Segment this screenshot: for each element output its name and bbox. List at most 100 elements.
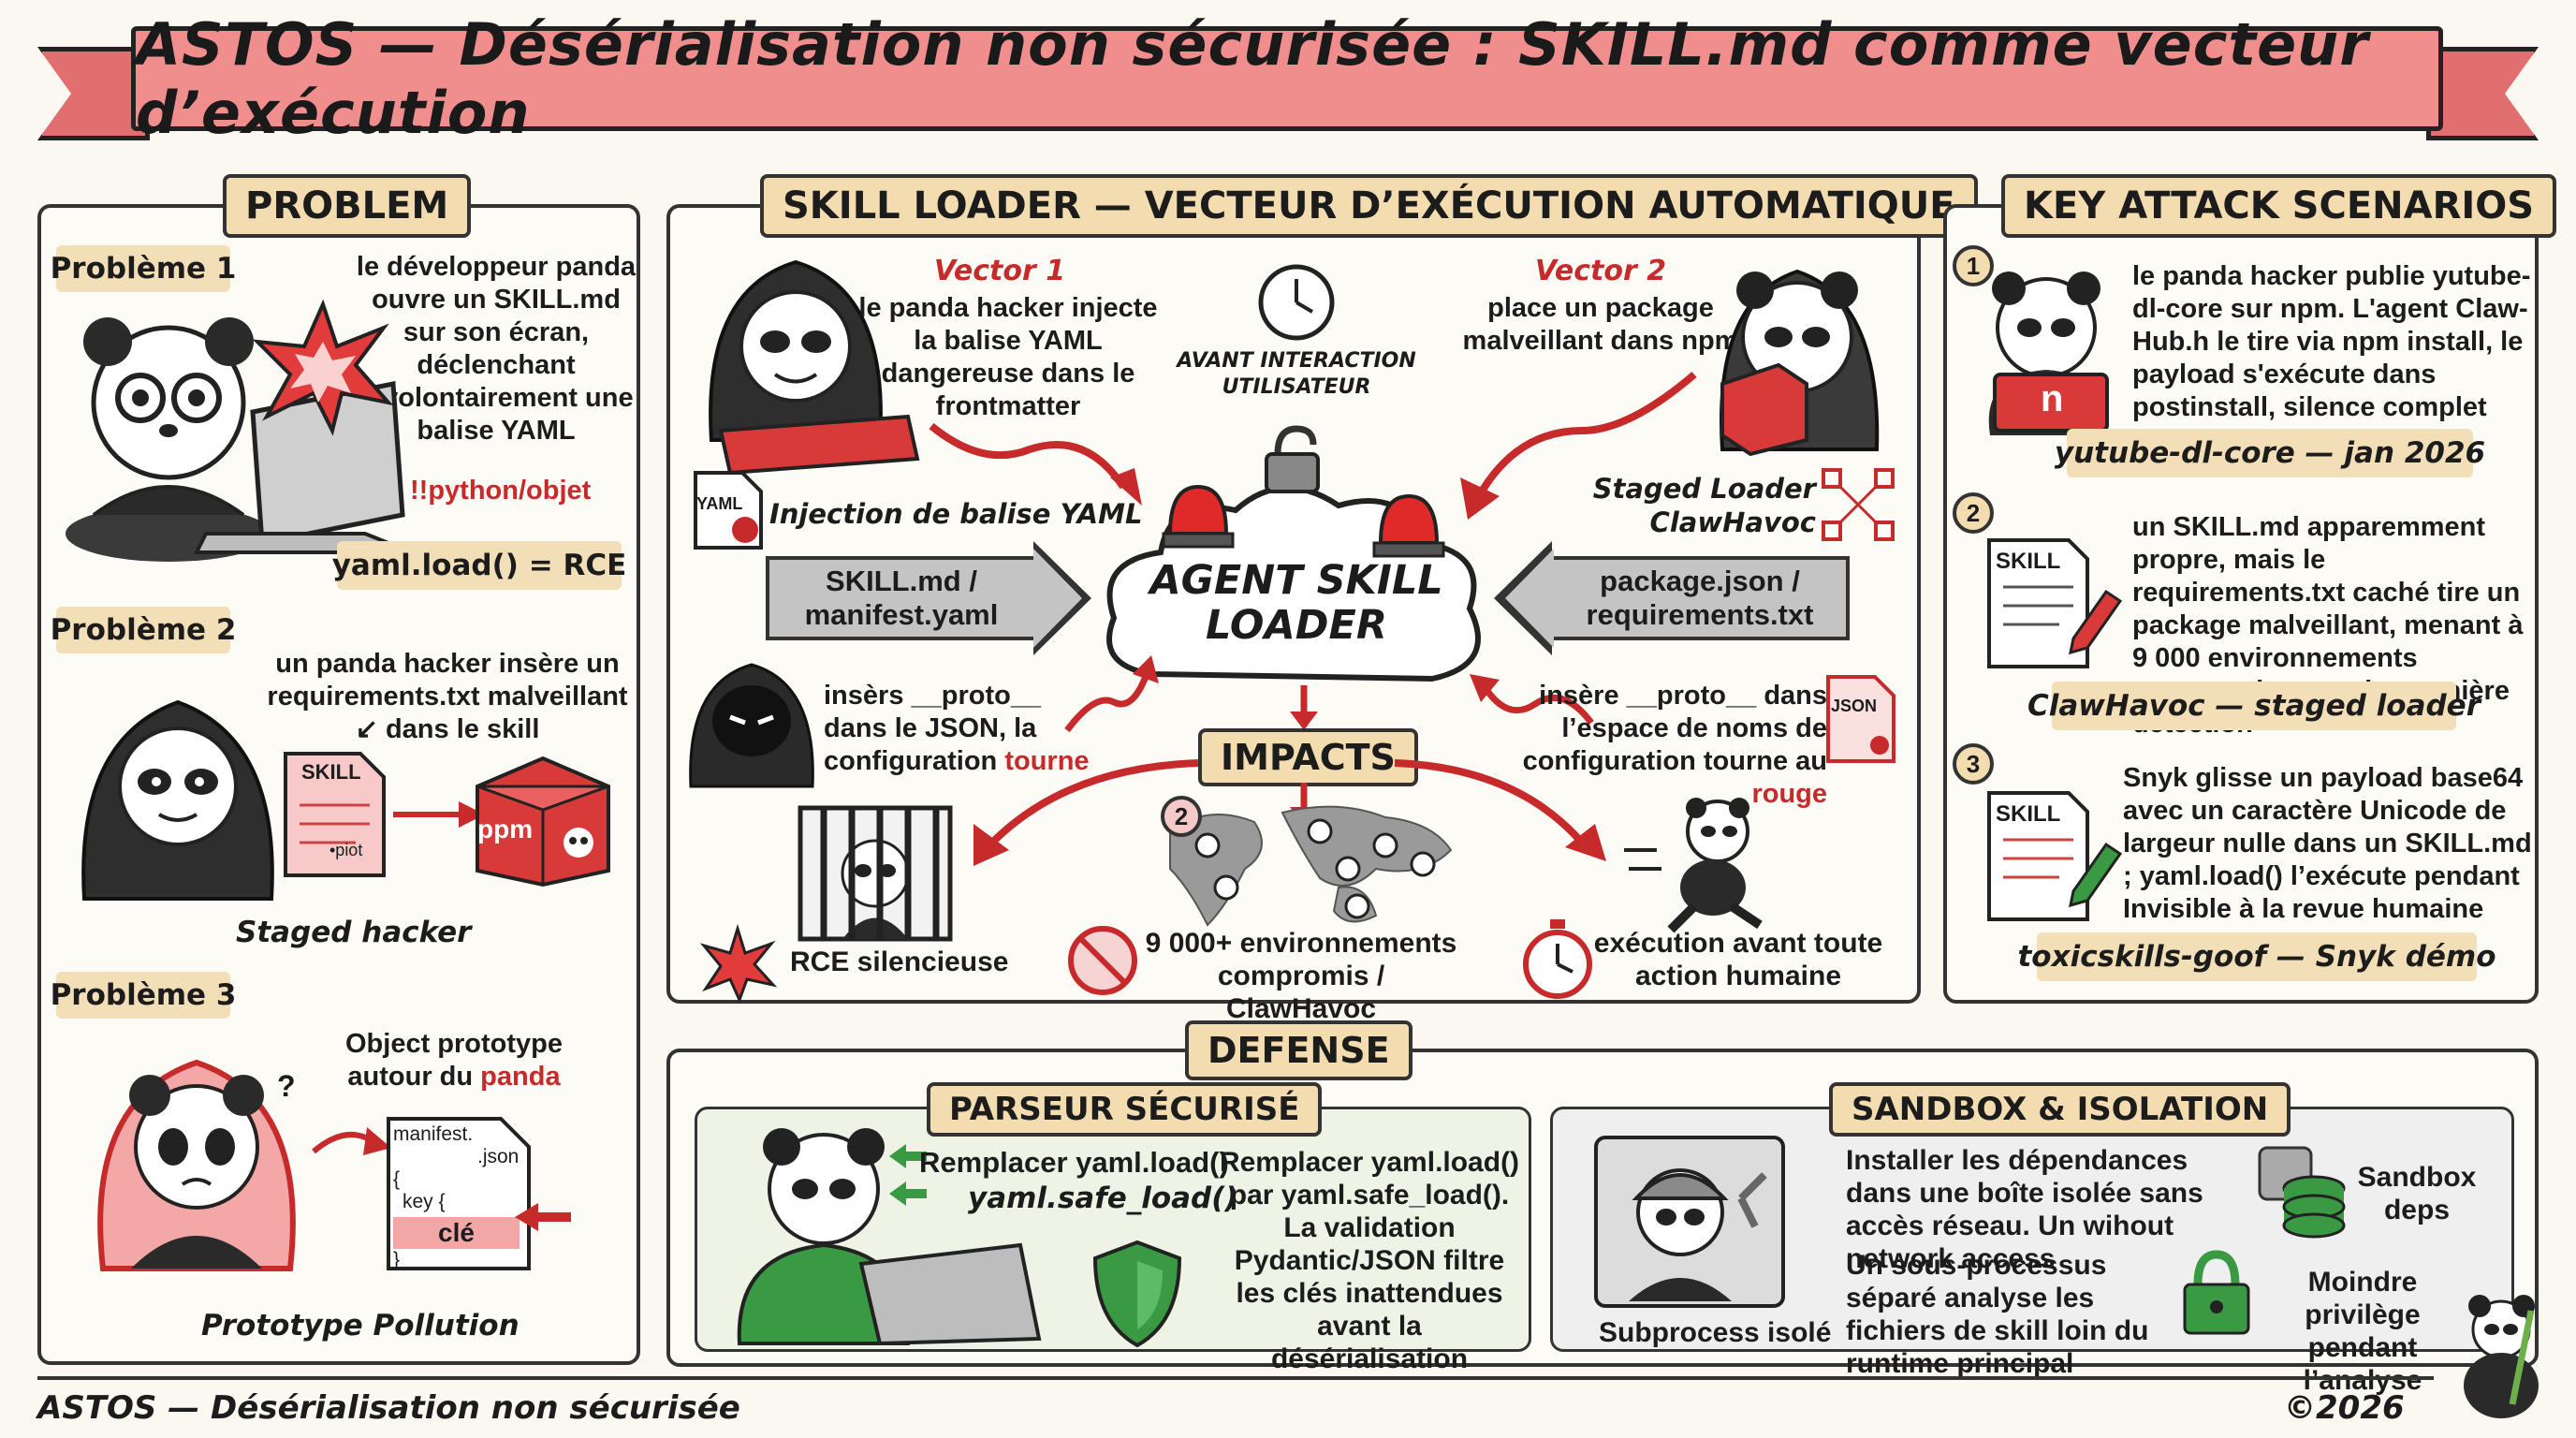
manifest-line-5: } bbox=[393, 1249, 401, 1270]
proto-left-text: insèrs __proto__ dans le JSON, la config… bbox=[824, 680, 1095, 778]
problem-3-label: Problème 3 bbox=[51, 972, 236, 1019]
explosion-icon bbox=[252, 299, 394, 436]
yaml-skull-doc-icon bbox=[694, 471, 763, 550]
red-curved-arrow bbox=[312, 1127, 391, 1155]
impact-1-text: RCE silencieuse bbox=[790, 946, 1009, 977]
manifest-line-3: { bbox=[393, 1168, 401, 1190]
parser-text: Remplacer yaml.load() par yaml.safe_load… bbox=[1219, 1147, 1520, 1374]
problem-header: PROBLEM bbox=[223, 174, 472, 238]
malicious-package-box-icon bbox=[476, 756, 610, 888]
problem-1-text: le développeur panda ouvre un SKILL.md s… bbox=[356, 252, 637, 446]
unlocked-padlock-icon bbox=[1265, 425, 1320, 493]
left-arrow-head bbox=[1033, 549, 1082, 648]
jailed-panda-icon bbox=[798, 805, 953, 942]
clock-icon bbox=[1258, 264, 1335, 341]
staged-hacker-caption: Staged hacker bbox=[236, 916, 472, 949]
red-wavy-arrow-4 bbox=[1470, 674, 1594, 726]
developer-panda-laptop-icon bbox=[66, 317, 413, 562]
parser-arrow-2: yaml.safe_load() bbox=[968, 1181, 1238, 1215]
scenarios-header: KEY ATTACK SCENARIOS bbox=[2001, 174, 2557, 238]
impact-2-number: 2 bbox=[1161, 796, 1202, 837]
problem-2-text: un panda hacker insère un requirements.t… bbox=[267, 649, 628, 744]
running-panda-icon bbox=[1624, 798, 1763, 933]
keyboard-hacker-panda-icon bbox=[709, 259, 920, 476]
subprocess-caption: Subprocess isolé bbox=[1599, 1317, 1832, 1348]
red-wavy-arrow-2 bbox=[1460, 371, 1697, 520]
manifest-line-4: key { bbox=[402, 1191, 446, 1212]
problem-1-label: Problème 1 bbox=[51, 245, 236, 292]
scenario-3-text: Snyk glisse un payload base64 avec un ca… bbox=[2123, 763, 2532, 924]
problem-2-label: Problème 2 bbox=[51, 607, 236, 653]
scenario-1-number: 1 bbox=[1953, 245, 1994, 286]
manifest-doc-text: manifest. .json { key { clé } bbox=[393, 1123, 520, 1271]
scenario-1-text: le panda hacker publie yutube-dl-core su… bbox=[2132, 261, 2531, 422]
world-map-infected-icon bbox=[1169, 805, 1453, 927]
scenario-3-doc-label: SKILL bbox=[1996, 801, 2061, 827]
proto-right-text-a: insère __proto__ dans l’espace de noms d… bbox=[1522, 681, 1827, 776]
skill-manifest-arrow: SKILL.md / manifest.yaml bbox=[766, 556, 1037, 640]
red-wavy-arrow-1 bbox=[929, 422, 1142, 506]
proto-left-text-a: insèrs __proto__ dans le JSON, la config… bbox=[824, 681, 1042, 776]
dark-hooded-figure-icon bbox=[689, 663, 814, 788]
scenario-3-pill: toxicskills-goof — Snyk démo bbox=[2017, 932, 2496, 981]
question-mark-icon: ? bbox=[277, 1069, 296, 1103]
vector-2-text: place un package malveillant dans npm bbox=[1462, 293, 1739, 356]
scenario-3-number: 3 bbox=[1953, 743, 1994, 785]
vector-1-text: le panda hacker injecte la balise YAML d… bbox=[858, 293, 1158, 421]
parser-header: PARSEUR SÉCURISÉ bbox=[927, 1082, 1323, 1137]
database-sandbox-icon bbox=[2258, 1146, 2346, 1239]
proto-right-text: insère __proto__ dans l’espace de noms d… bbox=[1501, 680, 1827, 811]
footer-left: ASTOS — Désérialisation non sécurisée bbox=[37, 1389, 740, 1427]
skill-doc-icon bbox=[284, 752, 386, 877]
parser-arrow-1: Remplacer yaml.load() bbox=[919, 1146, 1229, 1179]
network-nodes-icon bbox=[1822, 468, 1895, 541]
footer-divider bbox=[37, 1376, 2434, 1380]
manifest-line-1: manifest. bbox=[393, 1123, 474, 1145]
vector-2-title: Vector 2 bbox=[1534, 255, 1667, 287]
problem-3-text-a: Object prototype autour du bbox=[344, 1029, 563, 1092]
impact-arrow-right bbox=[1394, 759, 1606, 861]
package-requirements-arrow: package.json / requirements.txt bbox=[1550, 556, 1850, 640]
manifest-key-highlight: clé bbox=[393, 1217, 520, 1249]
scenario-2-number: 2 bbox=[1953, 492, 1994, 534]
sandbox-header: SANDBOX & ISOLATION bbox=[1829, 1082, 2291, 1137]
proto-left-text-b: tourne bbox=[1004, 746, 1090, 776]
proto-right-text-b: rouge bbox=[1751, 779, 1827, 809]
scenario-2-doc-label: SKILL bbox=[1996, 549, 2061, 574]
yaml-doc-label: YAML bbox=[696, 494, 743, 513]
right-arrow-head bbox=[1505, 549, 1554, 648]
no-virus-icon bbox=[1068, 926, 1137, 995]
yaml-load-rce-pill: yaml.load() = RCE bbox=[332, 541, 626, 590]
npm-panda-icon bbox=[1988, 271, 2109, 435]
title-banner: ASTOS — Désérialisation non sécurisée : … bbox=[131, 10, 2443, 147]
impacts-header: IMPACTS bbox=[1198, 728, 1418, 786]
json-doc-label: JSON bbox=[1831, 697, 1878, 715]
siren-left-icon bbox=[1162, 484, 1235, 549]
skill-loader-header: SKILL LOADER — VECTEUR D’EXÉCUTION AUTOM… bbox=[760, 174, 1978, 238]
staged-loader-caption: Staged Loader ClawHavoc bbox=[1592, 473, 1816, 538]
package-hacker-panda-icon bbox=[1720, 269, 1880, 457]
green-arrows-icon bbox=[889, 1144, 927, 1206]
python-object-tag: !!python/objet bbox=[410, 476, 592, 506]
developer-panda-green-vest-icon bbox=[737, 1128, 1042, 1346]
banner-ribbon-right bbox=[2426, 47, 2539, 140]
bamboo-panda-icon bbox=[2464, 1295, 2539, 1418]
impact-arrow-left bbox=[973, 759, 1199, 866]
red-wavy-arrow-3 bbox=[1064, 655, 1159, 733]
burst-icon bbox=[699, 923, 778, 1004]
problem-3-text: Object prototype autour du panda bbox=[328, 1028, 580, 1093]
defense-header: DEFENSE bbox=[1185, 1020, 1412, 1080]
sandbox-text-2: Un sous-processus séparé analyse les fic… bbox=[1846, 1250, 2149, 1379]
manifest-line-2: .json bbox=[477, 1146, 520, 1167]
scenario-1-pill: yutube-dl-core — jan 2026 bbox=[2055, 429, 2485, 477]
down-arrow-to-impacts bbox=[1290, 685, 1318, 730]
footer-right: ©2026 bbox=[2284, 1389, 2405, 1427]
vector-1-title: Vector 1 bbox=[933, 255, 1066, 287]
json-doc-icon bbox=[1826, 675, 1895, 763]
clock-caption: AVANT INTERACTION UTILISATEUR bbox=[1177, 349, 1416, 399]
green-shield-icon bbox=[1092, 1240, 1182, 1348]
npm-badge: n bbox=[2033, 378, 2071, 420]
prototype-pollution-caption: Prototype Pollution bbox=[201, 1309, 520, 1343]
sandbox-deps-label: Sandbox deps bbox=[2357, 1162, 2477, 1225]
agent-skill-loader-label: AGENT SKILL LOADER bbox=[1149, 557, 1443, 649]
